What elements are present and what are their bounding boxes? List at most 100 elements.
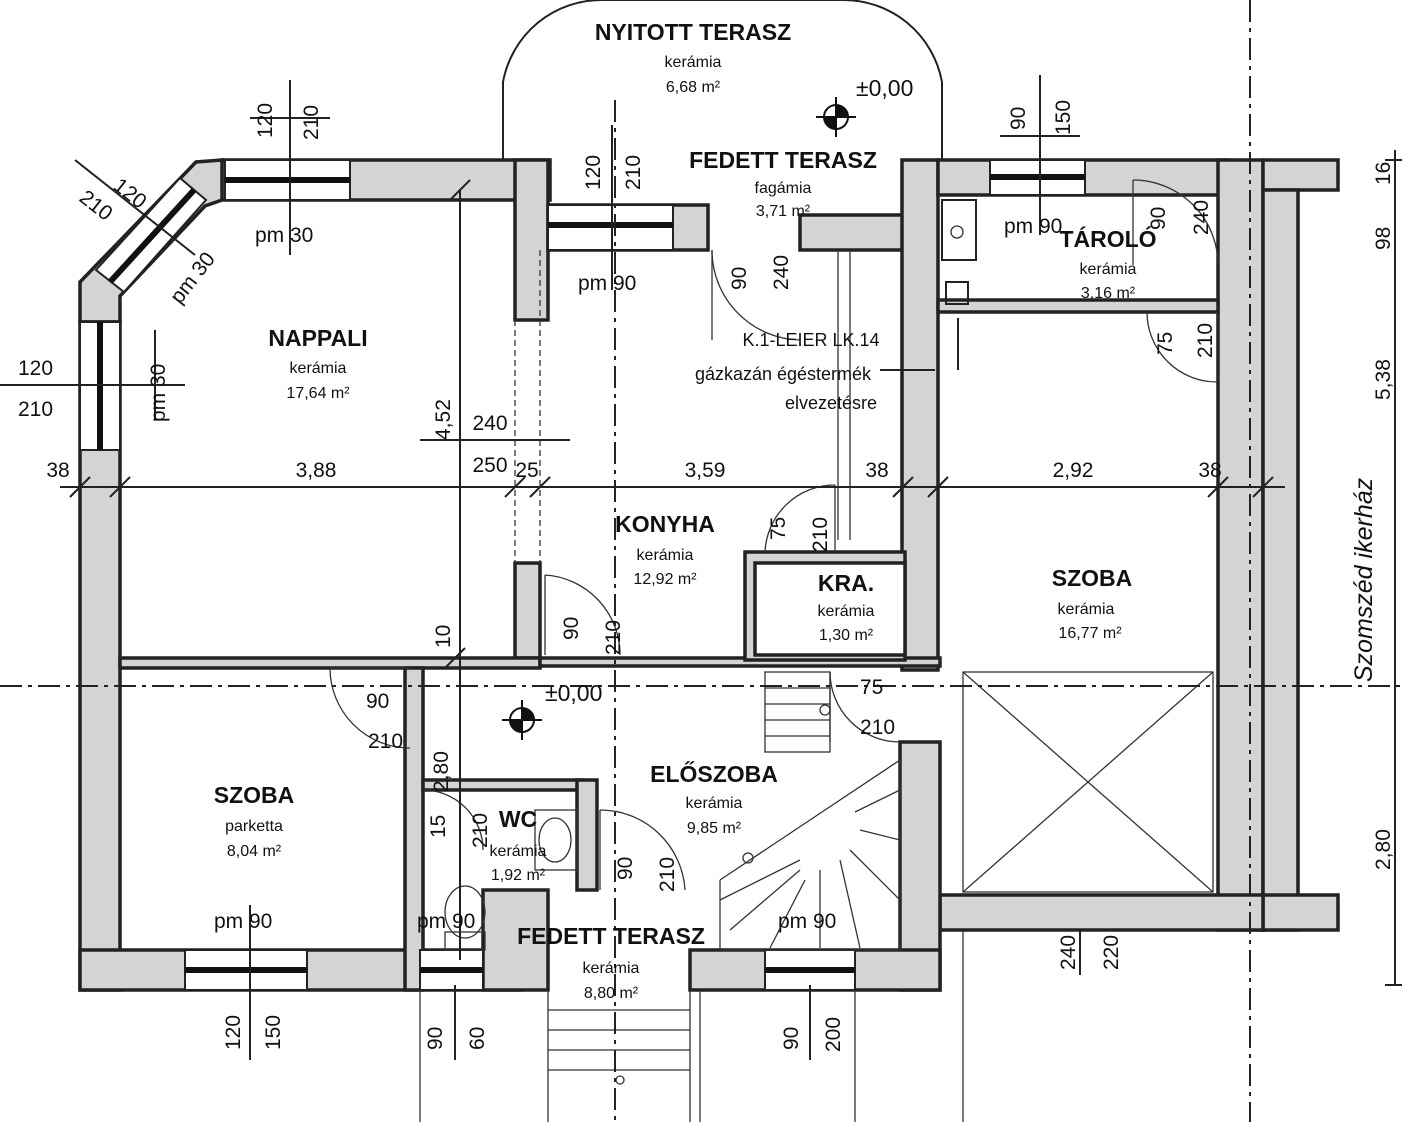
dim-359: 3,59 xyxy=(685,459,726,482)
win-parapet: pm 90 xyxy=(417,910,475,933)
win-parapet: pm 90 xyxy=(778,910,836,933)
dim-280: 2,80 xyxy=(430,751,453,792)
room-area: 1,92 m² xyxy=(491,867,546,884)
win-height: 150 xyxy=(1052,100,1075,135)
room-area: 16,77 m² xyxy=(1058,625,1122,642)
room-name: KRA. xyxy=(818,570,874,596)
room-wc: WC kerámia 1,92 m² xyxy=(490,806,547,884)
window-diagonal xyxy=(94,176,208,294)
note-line: gázkazán égéstermék xyxy=(695,364,872,384)
door-width: 15 xyxy=(427,815,450,838)
dim-240: 240 xyxy=(472,412,507,435)
open-void xyxy=(962,671,1214,893)
door-height: 210 xyxy=(602,620,625,655)
win-width: 90 xyxy=(1007,107,1030,130)
dim-98: 98 xyxy=(1372,227,1395,250)
level-label-mid: ±0,00 xyxy=(545,680,602,706)
room-floor: kerámia xyxy=(665,54,722,71)
room-floor: kerámia xyxy=(290,360,347,377)
wall xyxy=(1216,158,1265,932)
note-line: K.1-LEIER LK.14 xyxy=(742,330,879,350)
win-parapet: pm 90 xyxy=(578,272,636,295)
door-height: 210 xyxy=(1194,323,1217,358)
room-area: 3,71 m² xyxy=(756,203,811,220)
room-nyitott-terasz: NYITOTT TERASZ kerámia 6,68 m² xyxy=(595,19,791,96)
room-area: 12,92 m² xyxy=(633,571,697,588)
win-width: 120 xyxy=(18,357,53,380)
room-floor: kerámia xyxy=(1058,601,1115,618)
room-szoba-left: SZOBA parketta 8,04 m² xyxy=(214,782,295,860)
door-height: 240 xyxy=(1190,200,1213,235)
open-terrace-outline xyxy=(502,0,943,160)
door-width: 90 xyxy=(560,617,583,640)
wall xyxy=(513,158,550,322)
door-height: 210 xyxy=(860,716,895,739)
win-width: 240 xyxy=(1057,935,1080,970)
win-height: 150 xyxy=(262,1015,285,1050)
room-name: NYITOTT TERASZ xyxy=(595,19,791,45)
room-fedett-terasz-bottom: FEDETT TERASZ kerámia 8,80 m² xyxy=(517,923,705,1002)
room-szoba-right: SZOBA kerámia 16,77 m² xyxy=(1052,565,1133,642)
room-name: SZOBA xyxy=(214,782,295,808)
wall xyxy=(403,666,425,992)
wall xyxy=(118,656,542,670)
wall xyxy=(513,561,542,660)
wall xyxy=(575,778,599,892)
door-width: 75 xyxy=(1154,332,1177,355)
window-kitchen xyxy=(547,204,674,251)
room-floor: kerámia xyxy=(490,843,547,860)
note-line: elvezetésre xyxy=(785,393,877,413)
door-height: 210 xyxy=(368,730,403,753)
level-marker-top xyxy=(816,97,856,137)
room-kra: KRA. kerámia 1,30 m² xyxy=(818,570,875,644)
level-marker-mid xyxy=(502,700,542,740)
dim-452: 4,52 xyxy=(432,399,455,440)
win-width: 90 xyxy=(780,1027,803,1050)
room-eloszoba: ELŐSZOBA kerámia 9,85 m² xyxy=(650,760,778,837)
door-height: 210 xyxy=(469,813,492,848)
wall xyxy=(900,158,940,672)
room-floor: parketta xyxy=(225,818,283,835)
room-area: 8,04 m² xyxy=(227,843,282,860)
room-area: 17,64 m² xyxy=(286,385,350,402)
room-name: FEDETT TERASZ xyxy=(689,147,877,173)
wall xyxy=(798,213,907,252)
window-stair xyxy=(764,949,856,991)
dimension-ticks xyxy=(69,179,1274,669)
door-height: 210 xyxy=(809,517,832,552)
wall xyxy=(1261,158,1340,192)
win-height: 220 xyxy=(1100,935,1123,970)
dim-280-right: 2,80 xyxy=(1372,829,1395,870)
kra-room xyxy=(753,561,907,657)
dim-38: 38 xyxy=(865,459,888,482)
room-konyha: KONYHA kerámia 12,92 m² xyxy=(615,511,715,588)
dim-388: 3,88 xyxy=(296,459,337,482)
level-label-top: ±0,00 xyxy=(856,75,913,101)
dim-25: 25 xyxy=(515,459,538,482)
dim-38: 38 xyxy=(1198,459,1221,482)
window-taroló xyxy=(989,159,1086,196)
dim-538: 5,38 xyxy=(1372,359,1395,400)
door-height: 240 xyxy=(770,255,793,290)
room-taroló: TÁROLÓ kerámia 3,16 m² xyxy=(1059,225,1156,302)
boiler-knob xyxy=(950,225,964,239)
win-parapet: pm 90 xyxy=(1004,215,1062,238)
neighbor-label: Szomszéd ikerház xyxy=(1350,477,1378,682)
win-height: 60 xyxy=(466,1027,489,1050)
staircase xyxy=(719,671,901,951)
dim-292: 2,92 xyxy=(1053,459,1094,482)
room-floor: kerámia xyxy=(1080,261,1137,278)
room-floor: kerámia xyxy=(583,960,640,977)
window-top-left xyxy=(224,159,351,201)
window-szoba-left xyxy=(184,949,308,991)
door-width: 90 xyxy=(1147,207,1170,230)
room-name: TÁROLÓ xyxy=(1059,225,1156,252)
dim-250: 250 xyxy=(472,454,507,477)
wall xyxy=(938,893,1265,932)
win-width: 120 xyxy=(582,155,605,190)
door-width: 90 xyxy=(728,267,751,290)
room-fedett-terasz-top: FEDETT TERASZ fagámia 3,71 m² xyxy=(689,147,877,220)
door-width: 90 xyxy=(366,690,389,713)
room-name: SZOBA xyxy=(1052,565,1133,591)
